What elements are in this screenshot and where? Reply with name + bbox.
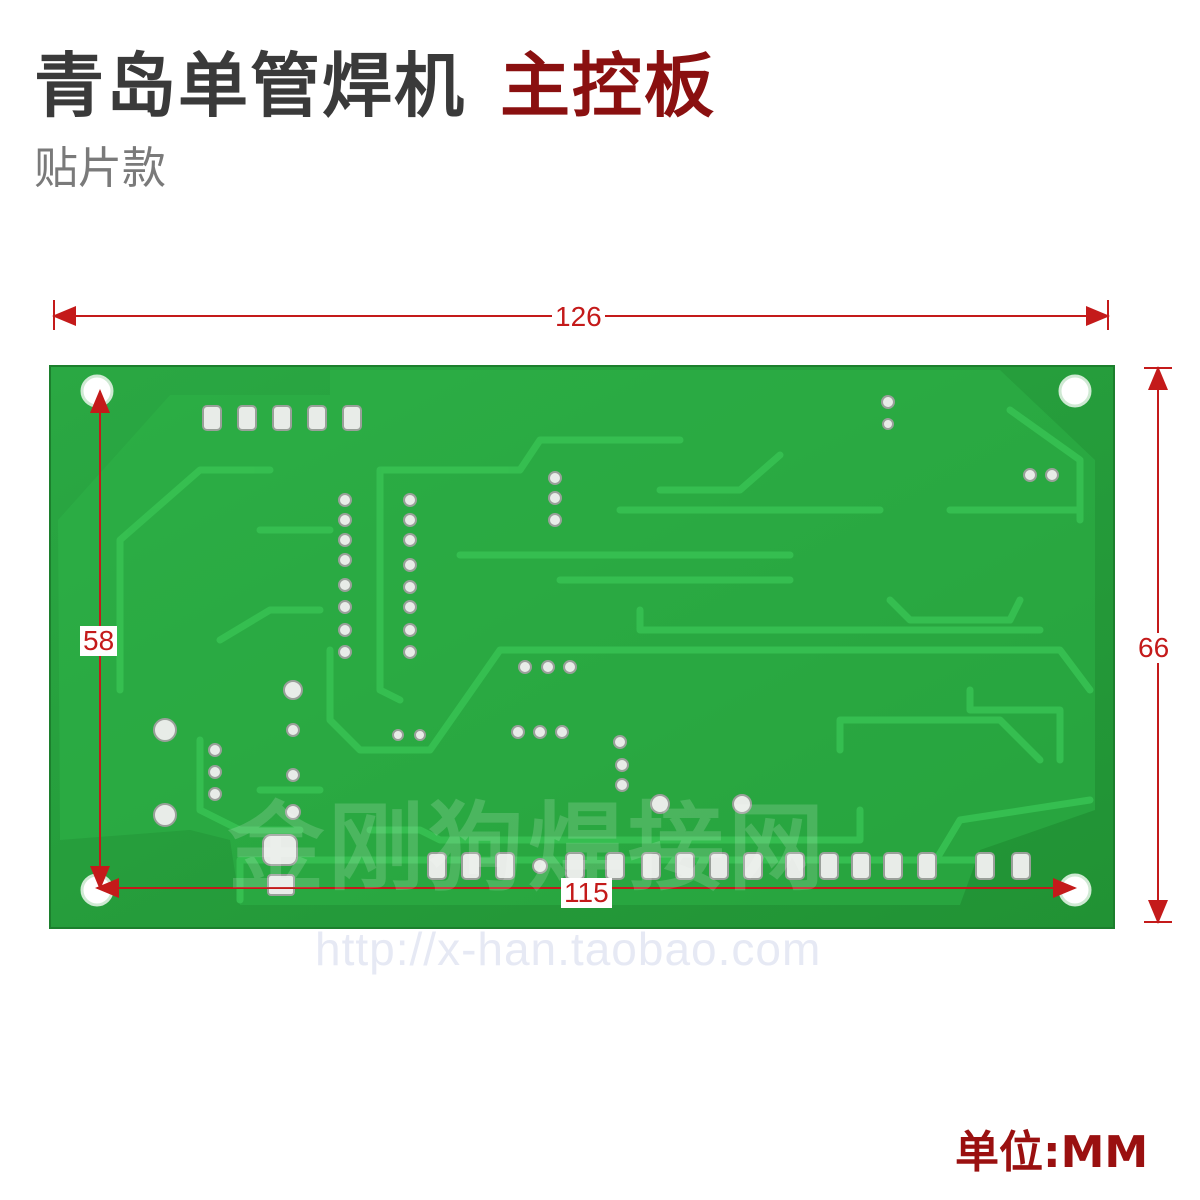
- unit-label: 单位:MM: [955, 1127, 1149, 1178]
- board-height-label: 66: [1135, 633, 1173, 663]
- watermark-text: 金刚狗焊接网: [228, 792, 828, 904]
- board-width-label: 126: [552, 302, 605, 332]
- title-row: 青岛单管焊机主控板: [34, 30, 716, 131]
- watermark-url: http://x-han.taobao.com: [315, 923, 822, 975]
- hole-horizontal-spacing-label: 115: [561, 878, 612, 908]
- hole-vertical-spacing-label: 58: [80, 626, 118, 656]
- pcb-traces: [116, 406, 1094, 904]
- product-title: 青岛单管焊机: [34, 45, 466, 127]
- solder-pads: [153, 395, 1059, 896]
- product-subtitle: 贴片款: [34, 143, 166, 194]
- product-title-accent: 主控板: [500, 45, 716, 127]
